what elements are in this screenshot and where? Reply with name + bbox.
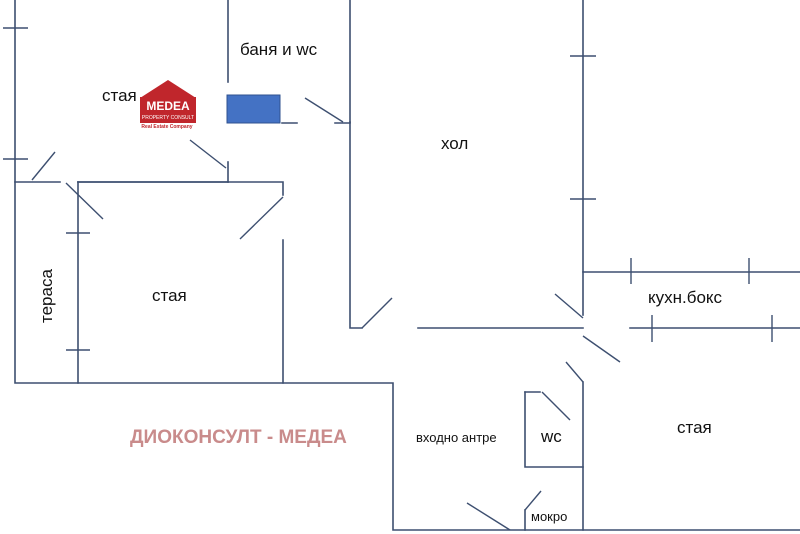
door-west-room [239,196,284,240]
label-bath: баня и wc [240,40,318,59]
doors [31,97,621,531]
walls [14,0,800,531]
wall-hall-west [349,121,363,329]
logo-roof-icon [140,80,196,98]
wall-wc [524,391,584,468]
door-nw-terrace [31,151,56,181]
label-room-nw: стая [102,86,137,105]
label-kitchen: кухн.бокс [648,288,723,307]
logo-subtitle: Real Estate Company [141,124,192,130]
bathtub [226,94,281,124]
room-labels: стая баня и wc хол тераса стая кухн.бокс… [37,40,723,524]
door-hall-south [361,297,393,329]
label-wc: wc [540,427,562,446]
label-room-w: стая [152,286,187,305]
medea-logo: MEDEA PROPERTY CONSULT Real Estate Compa… [140,80,196,130]
window-ticks [3,27,773,351]
door-west-room-terrace [65,182,104,220]
logo-tagline: PROPERTY CONSULT [142,115,194,121]
door-bath [304,97,344,123]
watermark: ДИОКОНСУЛТ - МЕДЕА [130,427,347,448]
door-se-room-2 [565,361,584,383]
door-kitchen [554,293,584,319]
label-hall: хол [441,134,468,153]
logo-name: MEDEA [146,99,190,113]
label-entrance: входно антре [416,430,497,445]
wall-west [14,0,800,531]
door-nw-room [189,139,227,169]
door-entrance [466,502,511,531]
wall-west-room-top [77,181,284,196]
door-wet [524,490,542,511]
wall-east [582,0,800,273]
door-wc [541,391,571,421]
door-se-room-1 [582,335,621,363]
label-terrace: тераса [37,269,56,323]
label-room-se: стая [677,418,712,437]
label-wet: мокро [531,509,567,524]
